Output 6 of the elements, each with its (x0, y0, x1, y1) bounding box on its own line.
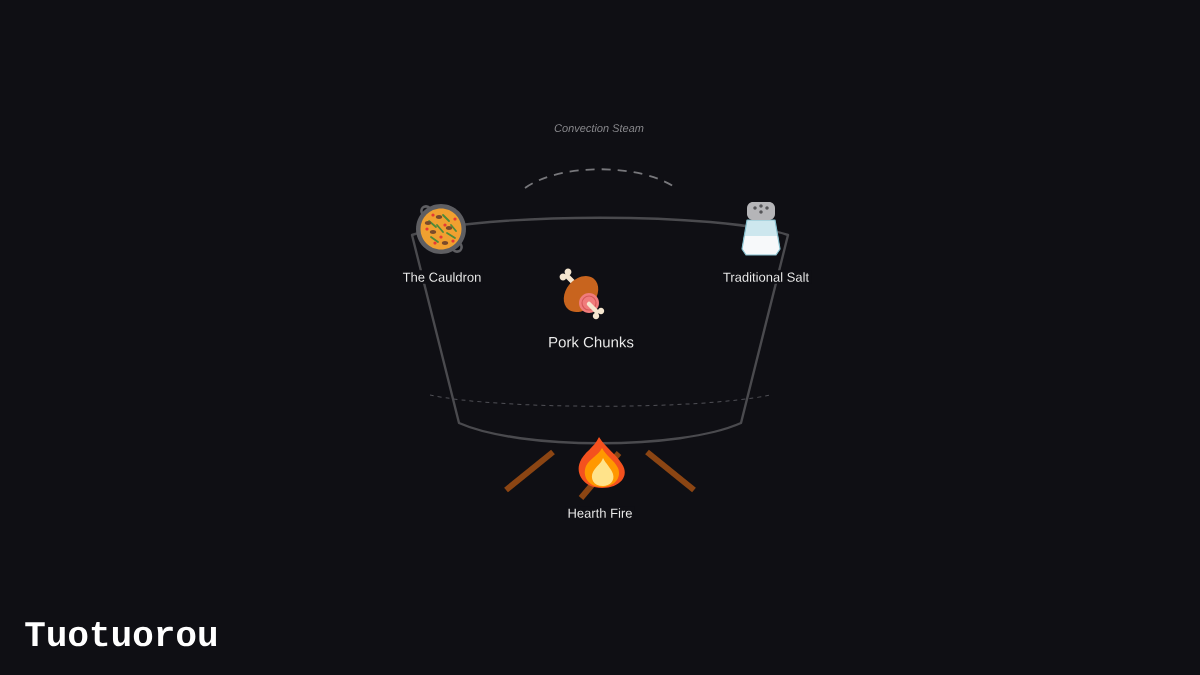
icon-caption: Traditional Salt (720, 270, 812, 284)
title: Tuotuorou (25, 622, 217, 647)
icon-caption: Pork Chunks (546, 334, 636, 350)
icon-caption: Hearth Fire (565, 506, 635, 520)
arc-label: Convection Steam (554, 123, 644, 133)
icon-caption: The Cauldron (400, 270, 484, 284)
